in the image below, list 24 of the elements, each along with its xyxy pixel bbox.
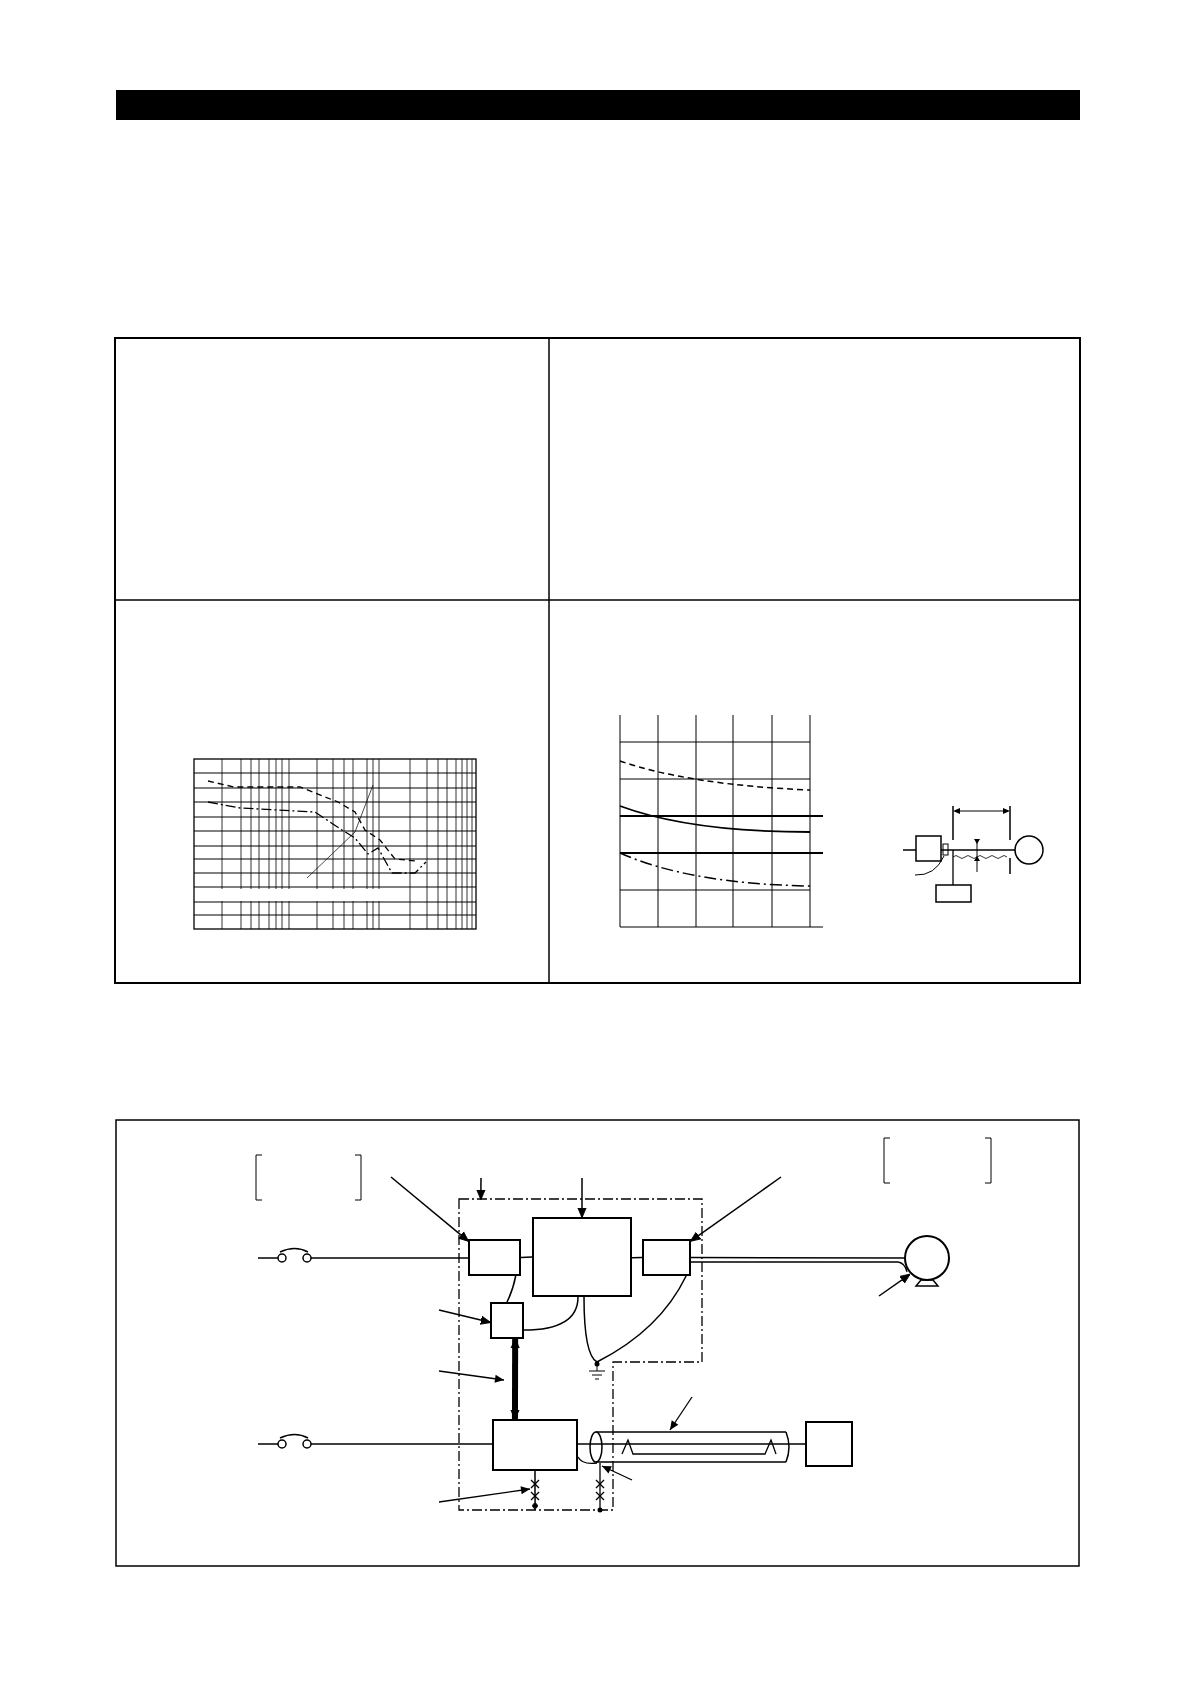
ground-symbol: [589, 1362, 605, 1380]
enclosure-boundary: [459, 1199, 702, 1510]
leader-arrow: [476, 1177, 486, 1201]
wire: [506, 1275, 517, 1303]
wire: [523, 1296, 579, 1331]
leader-arrow: [390, 1176, 470, 1242]
inverter-box: [532, 1217, 632, 1297]
double-arrow: [510, 1337, 520, 1421]
filter-box: [468, 1239, 521, 1276]
wire: [631, 1256, 643, 1259]
wire: [577, 1443, 806, 1445]
leader-arrow: [438, 1309, 492, 1325]
small-box: [490, 1302, 524, 1339]
filter-box: [642, 1239, 691, 1276]
controller-box: [492, 1419, 578, 1471]
heading-bar: [116, 90, 1080, 120]
sensor-box: [805, 1421, 853, 1467]
leader-arrow: [689, 1176, 782, 1242]
wire: [583, 1296, 598, 1363]
leader-arrow: [878, 1273, 911, 1297]
wire: [690, 1256, 905, 1259]
wire: [520, 1256, 533, 1259]
wire: [596, 1275, 687, 1363]
wire: [532, 1470, 538, 1511]
